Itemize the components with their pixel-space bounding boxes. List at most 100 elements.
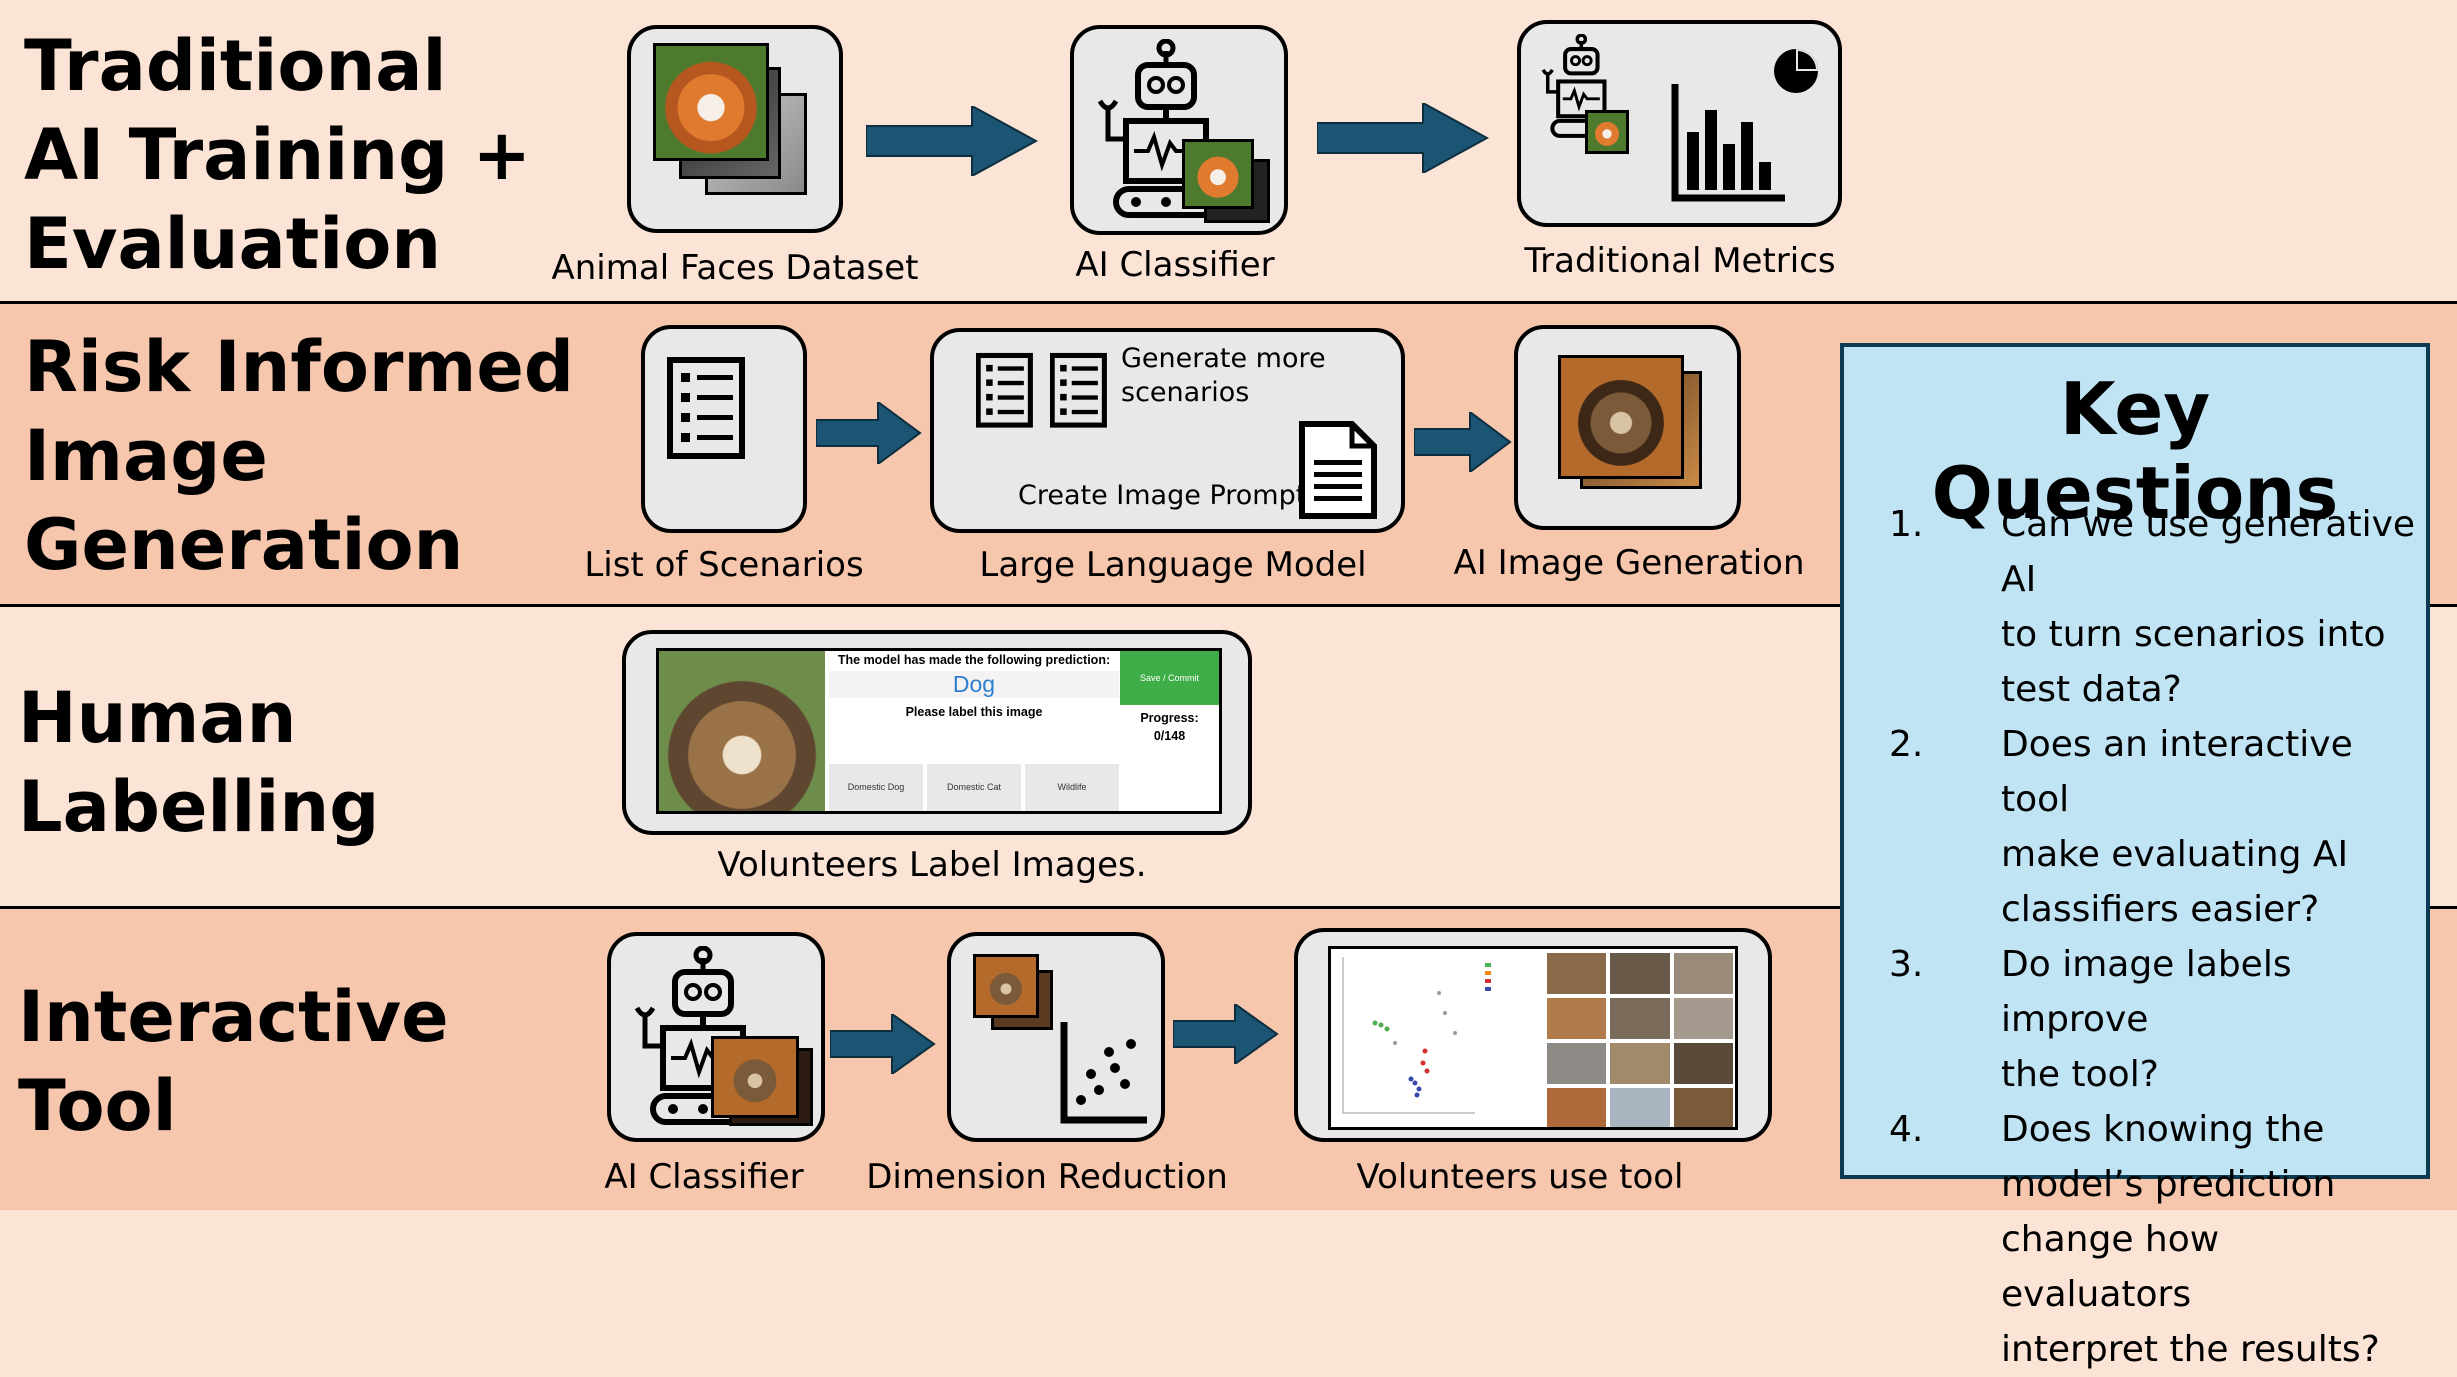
key-question-line: make evaluating AI [2001, 834, 2349, 875]
metrics-box [1517, 20, 1842, 227]
arrow-classifier-to-metrics [1317, 103, 1489, 173]
arrow-dimred-to-tool [1173, 1004, 1279, 1064]
classifier2-cat-photo [711, 1036, 799, 1118]
tool-scatter-plot [1342, 957, 1491, 1114]
llm-box: Generate more scenarios Create Image Pro… [930, 328, 1405, 533]
dimred-cat-photo [973, 954, 1039, 1018]
key-question-line: test data? [2001, 669, 2182, 710]
progress-label: Progress: [1140, 711, 1199, 725]
dog-photo [659, 651, 825, 811]
dataset-box [627, 25, 843, 233]
cat-photo [1558, 355, 1684, 479]
key-question-line: interpret the results? [2001, 1329, 2380, 1370]
caption-classifier: AI Classifier [1075, 245, 1275, 285]
option-domestic-dog-button[interactable]: Domestic Dog [829, 764, 923, 811]
key-question-number: 2. [1889, 724, 1924, 765]
key-question-item: 4. Does knowing the model’s prediction c… [1889, 1102, 2419, 1377]
tool-image-grid [1547, 953, 1733, 1127]
grid-cat-photo [1610, 1043, 1670, 1084]
key-question-number: 4. [1889, 1109, 1924, 1150]
caption-dataset: Animal Faces Dataset [551, 248, 919, 288]
row-title-human: Human Labelling [18, 674, 379, 852]
row-title-line: Evaluation [24, 203, 442, 285]
dimred-box [947, 932, 1165, 1142]
arrow-scenarios-to-llm [816, 402, 922, 464]
key-question-line: to turn scenarios into [2001, 614, 2386, 655]
llm-create-prompt-text: Create Image Prompt [1018, 480, 1307, 511]
row-title-line: Tool [18, 1065, 177, 1147]
option-wildlife-button[interactable]: Wildlife [1025, 764, 1119, 811]
row-title-line: Generation [24, 504, 464, 586]
row-title-line: Labelling [18, 766, 380, 848]
llm-generate-line: Generate more [1121, 343, 1326, 374]
row-title-line: AI Training + [24, 114, 532, 196]
row-title-line: Human [18, 677, 297, 759]
caption-volunteers-label: Volunteers Label Images. [717, 845, 1147, 885]
caption-dimred: Dimension Reduction [866, 1157, 1228, 1197]
key-questions-list: 1. Can we use generative AI to turn scen… [1889, 497, 2419, 1377]
tool-screenshot [1328, 946, 1738, 1130]
grid-cat-photo [1547, 1088, 1607, 1127]
prediction-value: Dog [829, 671, 1119, 698]
row-title-interactive: Interactive Tool [18, 973, 449, 1151]
key-question-line: Does knowing the [2001, 1109, 2325, 1150]
key-question-line: Does an interactive tool [2001, 724, 2353, 820]
metrics-fox-photo [1585, 110, 1629, 154]
grid-cat-photo [1547, 998, 1607, 1039]
key-question-line: change how evaluators [2001, 1219, 2220, 1315]
arrow-dataset-to-classifier [866, 106, 1038, 176]
row-title-line: Traditional [24, 25, 447, 107]
tool-box [1294, 928, 1772, 1142]
bar-chart-icon [1671, 84, 1785, 202]
grid-cat-photo [1547, 1043, 1607, 1084]
checklist-icon [976, 352, 1033, 428]
label-instruction: Please label this image [905, 705, 1043, 719]
save-commit-button[interactable]: Save / Commit [1120, 651, 1219, 705]
key-questions-panel: Key Questions 1. Can we use generative A… [1840, 343, 2430, 1370]
arrow-classifier-to-dimred [830, 1014, 936, 1074]
workflow-diagram: Traditional AI Training + Evaluation Ris… [0, 20, 2457, 1370]
llm-generate-line: scenarios [1121, 377, 1250, 408]
row-title-line: Risk Informed [24, 326, 574, 408]
classifier-box [1070, 25, 1288, 235]
option-domestic-cat-button[interactable]: Domestic Cat [927, 764, 1021, 811]
grid-cat-photo [1610, 998, 1670, 1039]
scenarios-box [641, 325, 807, 533]
key-question-item: 1. Can we use generative AI to turn scen… [1889, 497, 2419, 717]
progress-value: 0/148 [1153, 729, 1186, 743]
document-icon [1299, 421, 1377, 519]
key-question-number: 1. [1889, 504, 1924, 545]
row-title-line: Interactive [18, 976, 449, 1058]
row-title-line: Image [24, 415, 268, 497]
classifier2-box [607, 932, 825, 1142]
key-question-item: 3. Do image labels improve the tool? [1889, 937, 2419, 1102]
checklist-icon [667, 357, 745, 459]
key-question-line: classifiers easier? [2001, 889, 2320, 930]
key-questions-title: Key Questions [1931, 367, 2339, 535]
fox-photo [653, 43, 769, 161]
grid-cat-photo [1610, 953, 1670, 994]
arrow-llm-to-imagegen [1414, 412, 1512, 472]
key-question-number: 3. [1889, 944, 1924, 985]
grid-cat-photo [1673, 953, 1733, 994]
imagegen-box [1514, 325, 1741, 530]
caption-scenarios: List of Scenarios [584, 545, 864, 585]
key-question-line: the tool? [2001, 1054, 2159, 1095]
grid-cat-photo [1673, 998, 1733, 1039]
grid-cat-photo [1673, 1088, 1733, 1127]
key-question-line: model’s prediction [2001, 1164, 2336, 1205]
labelling-box: The model has made the following predict… [622, 630, 1252, 835]
grid-cat-photo [1547, 953, 1607, 994]
caption-classifier2: AI Classifier [604, 1157, 804, 1197]
robot-icon [1541, 34, 1613, 138]
key-question-line: Do image labels improve [2001, 944, 2292, 1040]
pie-chart-icon [1774, 49, 1818, 93]
labelling-ui-screenshot: The model has made the following predict… [656, 648, 1222, 814]
classifier-fox-photo [1182, 139, 1254, 209]
caption-metrics: Traditional Metrics [1524, 241, 1836, 281]
caption-volunteers-tool: Volunteers use tool [1356, 1157, 1684, 1197]
caption-imagegen: AI Image Generation [1453, 543, 1805, 583]
checklist-icon [1050, 352, 1107, 428]
scatter-plot-icon [1060, 1022, 1147, 1124]
key-question-item: 2. Does an interactive tool make evaluat… [1889, 717, 2419, 937]
